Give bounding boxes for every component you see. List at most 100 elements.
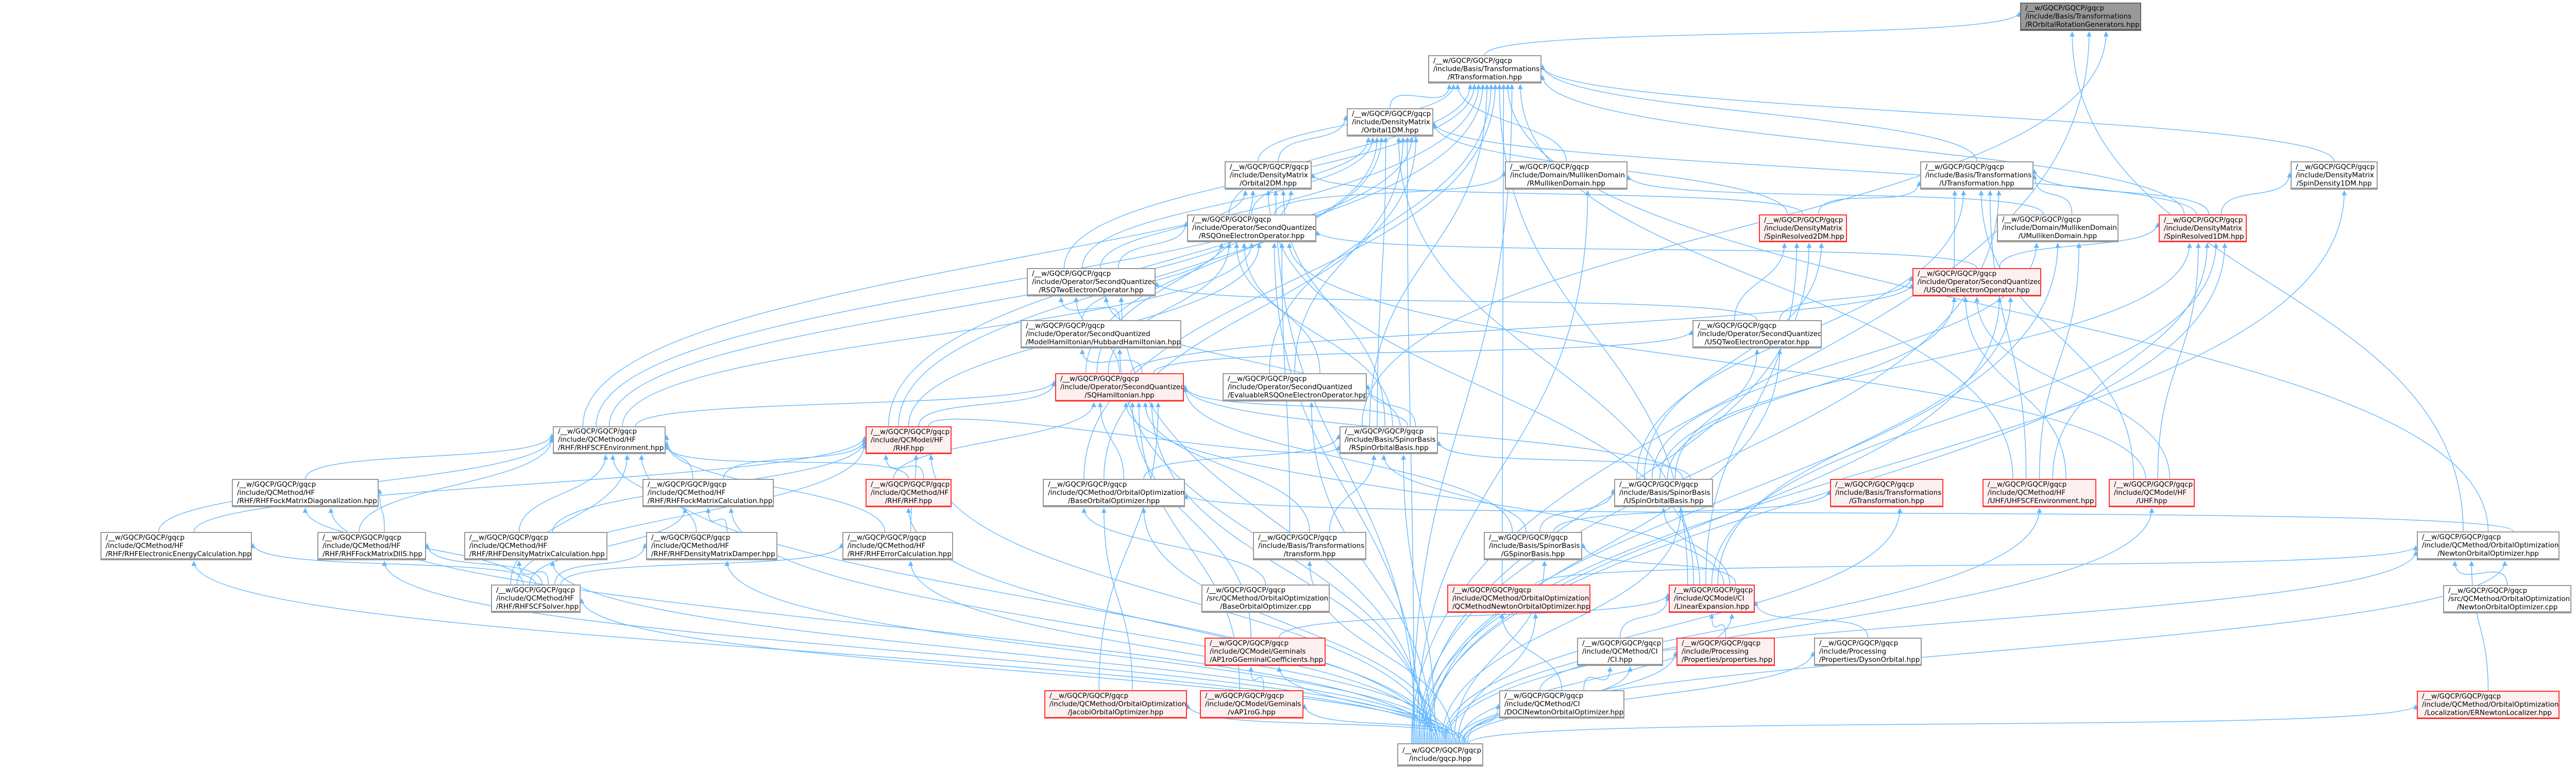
node-label-line: /__w/GQCP/GQCP/gqcp: [1207, 586, 1286, 594]
edge-path: [1153, 330, 1694, 374]
node-label-line: /__w/GQCP/GQCP/gqcp: [651, 533, 731, 542]
graph-node-sr2dm[interactable]: /__w/GQCP/GQCP/gqcp/include/DensityMatri…: [1759, 214, 1847, 242]
node-label-line: /RMullikenDomain.hpp: [1527, 179, 1605, 188]
edge-path: [1401, 455, 1436, 744]
node-label-line: /include/Processing: [1819, 647, 1887, 656]
node-label-line: /include/QCMethod/HF: [651, 541, 730, 550]
graph-node-jacobi[interactable]: /__w/GQCP/GQCP/gqcp/include/QCMethod/Orb…: [1044, 690, 1187, 719]
node-label-line: /__w/GQCP/GQCP/gqcp: [1504, 691, 1584, 700]
graph-node-rsob[interactable]: /__w/GQCP/GQCP/gqcp/include/Basis/Spinor…: [1340, 426, 1438, 454]
graph-node-rhfdmd[interactable]: /__w/GQCP/GQCP/gqcp/include/QCMethod/HF/…: [646, 532, 777, 560]
node-label-line: /include/gqcp.hpp: [1409, 754, 1472, 763]
graph-node-sr1dm[interactable]: /__w/GQCP/GQCP/gqcp/include/DensityMatri…: [2159, 214, 2247, 242]
node-label-line: /Localization/ERNewtonLocalizer.hpp: [2425, 709, 2552, 717]
graph-node-baseoo[interactable]: /__w/GQCP/GQCP/gqcp/include/QCMethod/Orb…: [1043, 479, 1185, 507]
edge-path: [1540, 64, 1977, 162]
edge-path: [1286, 243, 2146, 479]
graph-node-vap1rog[interactable]: /__w/GQCP/GQCP/gqcp/include/QCModel/Gemi…: [1200, 690, 1303, 719]
edge-path: [1426, 297, 2002, 744]
graph-node-qcmodelrhf[interactable]: /__w/GQCP/GQCP/gqcp/include/QCModel/HF/R…: [866, 426, 952, 454]
node-label-line: /include/Basis/Transformations: [1258, 541, 1365, 550]
edge-path: [191, 561, 1447, 744]
graph-node-ap1rog[interactable]: /__w/GQCP/GQCP/gqcp/include/QCModel/Gemi…: [1205, 638, 1326, 666]
graph-node-uhf[interactable]: /__w/GQCP/GQCP/gqcp/include/QCModel/HF/U…: [2109, 479, 2195, 507]
node-label-line: /include/QCMethod/OrbitalOptimization: [1452, 594, 1589, 603]
graph-node-newtonoo[interactable]: /__w/GQCP/GQCP/gqcp/include/QCMethod/Orb…: [2417, 531, 2560, 560]
graph-node-gtrans[interactable]: /__w/GQCP/GQCP/gqcp/include/Basis/Transf…: [1830, 479, 1943, 507]
node-label-line: /RHF/RHFErrorCalculation.hpp: [848, 549, 952, 558]
graph-node-sqham[interactable]: /__w/GQCP/GQCP/gqcp/include/Operator/Sec…: [1055, 373, 1184, 402]
graph-node-hubbard[interactable]: /__w/GQCP/GQCP/gqcp/include/Operator/Sec…: [1021, 320, 1181, 348]
node-label-line: /include/QCMethod/OrbitalOptimization: [2422, 541, 2559, 549]
graph-node-evalrsq1[interactable]: /__w/GQCP/GQCP/gqcp/include/Operator/Sec…: [1223, 373, 1367, 402]
graph-node-dyson[interactable]: /__w/GQCP/GQCP/gqcp/include/Processing/P…: [1814, 638, 1922, 666]
edge-path: [1441, 508, 1684, 744]
edge-path: [1265, 190, 1700, 585]
graph-node-rhfscfenv[interactable]: /__w/GQCP/GQCP/gqcp/include/QCMethod/HF/…: [553, 426, 666, 454]
edge-path: [1377, 137, 1388, 427]
graph-node-props[interactable]: /__w/GQCP/GQCP/gqcp/include/Processing/P…: [1676, 638, 1775, 666]
node-label-line: /UTransformation.hpp: [1939, 179, 2014, 188]
graph-node-usob[interactable]: /__w/GQCP/GQCP/gqcp/include/Basis/Spinor…: [1614, 479, 1713, 507]
graph-node-rsq2[interactable]: /__w/GQCP/GQCP/gqcp/include/Operator/Sec…: [1027, 268, 1156, 296]
edge-path: [1108, 243, 1232, 374]
graph-node-utrans[interactable]: /__w/GQCP/GQCP/gqcp/include/Basis/Transf…: [1920, 161, 2033, 190]
node-label-line: /__w/GQCP/GQCP/gqcp: [1452, 586, 1532, 594]
node-label-line: /include/QCMethod/OrbitalOptimization: [1048, 488, 1185, 497]
node-label-line: /__w/GQCP/GQCP/gqcp: [1433, 56, 1513, 65]
node-label-line: /__w/GQCP/GQCP/gqcp: [106, 533, 185, 542]
graph-node-ernewton[interactable]: /__w/GQCP/GQCP/gqcp/include/QCMethod/Orb…: [2417, 691, 2560, 719]
node-label-line: /RHF/RHFFockMatrixDiagonalization.hpp: [237, 496, 377, 505]
graph-node-rhfscfsolver[interactable]: /__w/GQCP/GQCP/gqcp/include/QCMethod/HF/…: [491, 585, 581, 613]
graph-node-sd1dm[interactable]: /__w/GQCP/GQCP/gqcp/include/DensityMatri…: [2291, 161, 2378, 190]
edge-path: [1659, 243, 2192, 479]
graph-node-rhfdiis[interactable]: /__w/GQCP/GQCP/gqcp/include/QCMethod/HF/…: [317, 532, 426, 560]
graph-node-o1dm[interactable]: /__w/GQCP/GQCP/gqcp/include/DensityMatri…: [1347, 108, 1433, 137]
node-label-line: /include/QCMethod/OrbitalOptimization: [1049, 700, 1187, 708]
graph-node-baseoocpp[interactable]: /__w/GQCP/GQCP/gqcp/src/QCMethod/Orbital…: [1201, 585, 1330, 613]
graph-node-cihpp[interactable]: /__w/GQCP/GQCP/gqcp/include/QCMethod/CI/…: [1577, 638, 1663, 666]
graph-node-transform[interactable]: /__w/GQCP/GQCP/gqcp/include/Basis/Transf…: [1253, 532, 1366, 560]
graph-node-qcmnewton[interactable]: /__w/GQCP/GQCP/gqcp/include/QCMethod/Orb…: [1447, 585, 1590, 613]
graph-node-rmull[interactable]: /__w/GQCP/GQCP/gqcp/include/Domain/Mulli…: [1505, 161, 1628, 190]
edge-path: [918, 381, 1057, 427]
graph-node-umull[interactable]: /__w/GQCP/GQCP/gqcp/include/Domain/Mulli…: [1997, 214, 2119, 242]
graph-node-rhfeec[interactable]: /__w/GQCP/GQCP/gqcp/include/QCMethod/HF/…: [100, 532, 252, 560]
graph-node-gsb[interactable]: /__w/GQCP/GQCP/gqcp/include/Basis/Spinor…: [1484, 532, 1582, 560]
graph-node-rhffmcalc[interactable]: /__w/GQCP/GQCP/gqcp/include/QCMethod/HF/…: [642, 479, 774, 507]
graph-node-rhffmdiag[interactable]: /__w/GQCP/GQCP/gqcp/include/QCMethod/HF/…: [232, 479, 379, 507]
node-label-line: /__w/GQCP/GQCP/gqcp: [1192, 215, 1272, 224]
graph-node-rsq1[interactable]: /__w/GQCP/GQCP/gqcp/include/Operator/Sec…: [1187, 214, 1316, 242]
node-label-line: /include/QCModel/CI: [1674, 594, 1744, 603]
edge-path: [554, 543, 648, 585]
edge-path: [928, 419, 1341, 454]
node-label-line: /SpinDensity1DM.hpp: [2296, 179, 2372, 188]
graph-node-linexp[interactable]: /__w/GQCP/GQCP/gqcp/include/QCModel/CI/L…: [1669, 585, 1755, 613]
edge-path: [1734, 243, 1787, 321]
graph-node-doci[interactable]: /__w/GQCP/GQCP/gqcp/include/QCMethod/CI/…: [1499, 690, 1624, 719]
graph-node-rhfdmc[interactable]: /__w/GQCP/GQCP/gqcp/include/QCMethod/HF/…: [464, 532, 607, 560]
edge-path: [1484, 11, 2022, 56]
graph-node-uhfscfenv[interactable]: /__w/GQCP/GQCP/gqcp/include/QCMethod/HF/…: [1982, 479, 2096, 507]
node-label-line: /include/Operator/SecondQuantized: [1060, 383, 1184, 391]
node-label-line: /include/QCMethod/HF: [469, 541, 548, 550]
graph-node-newtoncpp[interactable]: /__w/GQCP/GQCP/gqcp/src/QCMethod/Orbital…: [2443, 585, 2571, 613]
edge-path: [1540, 65, 2335, 162]
node-label-line: /vAP1roG.hpp: [1228, 708, 1276, 716]
node-label-line: /__w/GQCP/GQCP/gqcp: [1032, 269, 1111, 278]
edge-path: [1705, 243, 1800, 585]
graph-node-o2dm[interactable]: /__w/GQCP/GQCP/gqcp/include/DensityMatri…: [1225, 161, 1312, 190]
node-label-line: /__w/GQCP/GQCP/gqcp: [871, 480, 950, 489]
graph-node-usq2[interactable]: /__w/GQCP/GQCP/gqcp/include/Operator/Sec…: [1692, 320, 1822, 348]
edge-path: [1436, 441, 1691, 479]
edge-path: [1445, 508, 2155, 744]
edge-path: [928, 455, 1435, 744]
node-label-line: /ROrbitalRotationGenerators.hpp: [2025, 20, 2140, 29]
graph-node-rtrans[interactable]: /__w/GQCP/GQCP/gqcp/include/Basis/Transf…: [1428, 55, 1541, 84]
graph-node-gqcp[interactable]: /__w/GQCP/GQCP/gqcp/include/gqcp.hpp: [1397, 743, 1483, 766]
edge-path: [1182, 385, 1409, 427]
graph-node-usq1[interactable]: /__w/GQCP/GQCP/gqcp/include/Operator/Sec…: [1912, 268, 2041, 296]
node-label-line: /__w/GQCP/GQCP/gqcp: [2296, 162, 2375, 171]
graph-node-qcmethodrhf[interactable]: /__w/GQCP/GQCP/gqcp/include/QCMethod/HF/…: [866, 479, 952, 507]
graph-node-rhferr[interactable]: /__w/GQCP/GQCP/gqcp/include/QCMethod/HF/…: [842, 532, 953, 560]
